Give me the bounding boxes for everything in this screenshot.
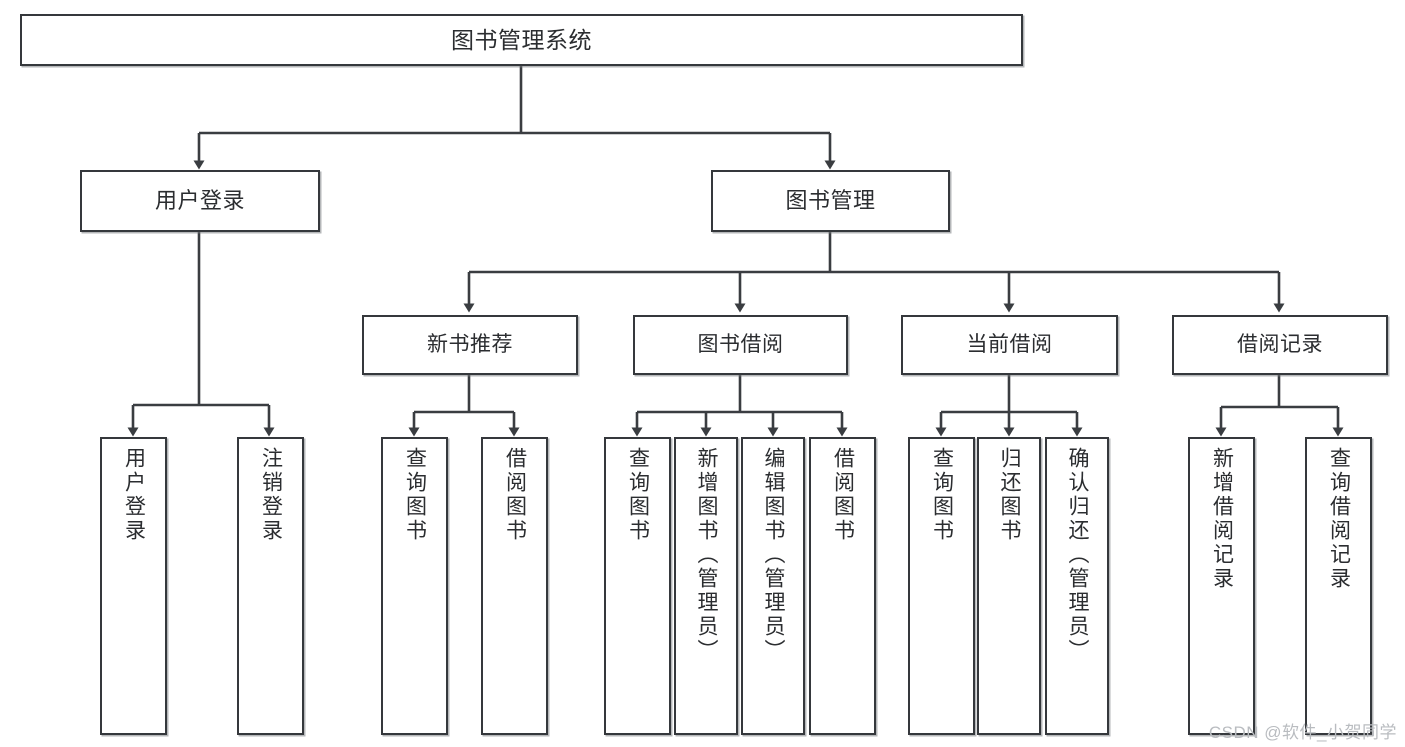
leaf-query-borrow-record[interactable]: 查询借阅记录 bbox=[1305, 437, 1372, 735]
node-label: 归还图书 bbox=[998, 447, 1022, 543]
node-label: 图书管理 bbox=[785, 188, 876, 214]
node-label: 查询图书 bbox=[626, 447, 650, 543]
leaf-edit-book-admin[interactable]: 编辑图书（管理员） bbox=[741, 437, 805, 735]
leaf-query-book-current[interactable]: 查询图书 bbox=[908, 437, 975, 735]
node-label: 用户登录 bbox=[154, 188, 245, 214]
leaf-add-book-admin[interactable]: 新增图书（管理员） bbox=[674, 437, 738, 735]
csdn-watermark: CSDN @软件_小贺同学 bbox=[1208, 723, 1397, 742]
node-label: 借阅图书 bbox=[503, 447, 527, 543]
node-borrow-record[interactable]: 借阅记录 bbox=[1172, 315, 1388, 375]
leaf-confirm-return-admin[interactable]: 确认归还（管理员） bbox=[1045, 437, 1109, 735]
leaf-add-borrow-record[interactable]: 新增借阅记录 bbox=[1188, 437, 1255, 735]
node-new-book-recommend[interactable]: 新书推荐 bbox=[362, 315, 578, 375]
leaf-query-book-recommend[interactable]: 查询图书 bbox=[381, 437, 448, 735]
node-label: 编辑图书（管理员） bbox=[762, 447, 786, 663]
leaf-return-book[interactable]: 归还图书 bbox=[977, 437, 1041, 735]
node-label: 查询图书 bbox=[930, 447, 954, 543]
node-label: 借阅记录 bbox=[1237, 332, 1323, 356]
node-label: 用户登录 bbox=[122, 447, 146, 543]
leaf-user-login[interactable]: 用户登录 bbox=[100, 437, 167, 735]
node-book-borrow[interactable]: 图书借阅 bbox=[633, 315, 848, 375]
leaf-logout[interactable]: 注销登录 bbox=[237, 437, 304, 735]
node-label: 注销登录 bbox=[259, 447, 283, 543]
node-label: 新书推荐 bbox=[427, 332, 513, 356]
node-label: 图书借阅 bbox=[697, 332, 784, 356]
node-user-login[interactable]: 用户登录 bbox=[80, 170, 320, 232]
node-label: 确认归还（管理员） bbox=[1066, 447, 1090, 663]
node-label: 借阅图书 bbox=[831, 447, 855, 543]
node-label: 查询图书 bbox=[403, 447, 427, 543]
leaf-borrow-book[interactable]: 借阅图书 bbox=[809, 437, 876, 735]
leaf-query-book-borrow[interactable]: 查询图书 bbox=[604, 437, 671, 735]
node-label: 当前借阅 bbox=[966, 332, 1053, 356]
node-root-system[interactable]: 图书管理系统 bbox=[20, 14, 1023, 66]
node-current-borrow[interactable]: 当前借阅 bbox=[901, 315, 1118, 375]
node-label: 新增借阅记录 bbox=[1210, 447, 1234, 591]
node-label: 查询借阅记录 bbox=[1327, 447, 1351, 591]
node-book-management[interactable]: 图书管理 bbox=[711, 170, 950, 232]
node-label: 新增图书（管理员） bbox=[695, 447, 719, 663]
leaf-borrow-book-recommend[interactable]: 借阅图书 bbox=[481, 437, 548, 735]
node-label: 图书管理系统 bbox=[451, 26, 592, 53]
